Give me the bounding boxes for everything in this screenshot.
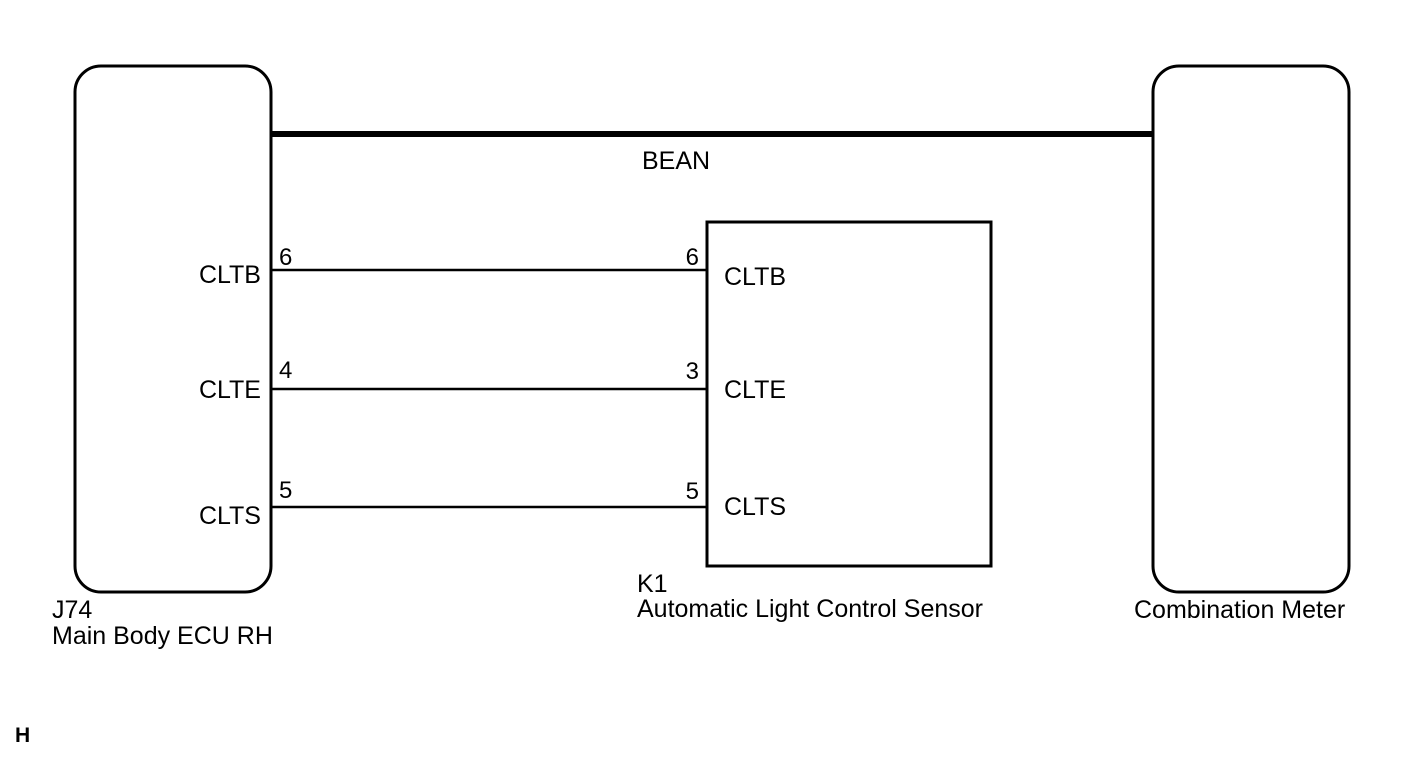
sensor-pin-signal: CLTE xyxy=(724,376,786,404)
sensor-code: K1 xyxy=(637,570,668,598)
sensor-pin-signal: CLTS xyxy=(724,493,786,521)
footer-code: H xyxy=(15,724,30,747)
ecu-pin-number: 4 xyxy=(279,357,292,384)
combination-meter-block xyxy=(1151,64,1351,594)
sensor-pin-number: 6 xyxy=(686,244,699,271)
ecu-pin-signal: CLTE xyxy=(199,376,261,404)
ecu-pin-number: 5 xyxy=(279,477,292,504)
ecu-pin-signal: CLTS xyxy=(199,502,261,530)
ecu-pin-number: 6 xyxy=(279,244,292,271)
ecu-name: Main Body ECU RH xyxy=(52,622,273,650)
ecu-pin-signal: CLTB xyxy=(199,261,261,289)
bus-label: BEAN xyxy=(642,147,710,175)
meter-name: Combination Meter xyxy=(1134,596,1345,624)
sensor-name: Automatic Light Control Sensor xyxy=(637,595,983,623)
sensor-pin-number: 3 xyxy=(686,358,699,385)
ecu-block xyxy=(73,64,273,594)
sensor-pin-number: 5 xyxy=(686,478,699,505)
ecu-code: J74 xyxy=(52,596,92,624)
sensor-pin-signal: CLTB xyxy=(724,263,786,291)
sensor-block xyxy=(705,220,993,568)
